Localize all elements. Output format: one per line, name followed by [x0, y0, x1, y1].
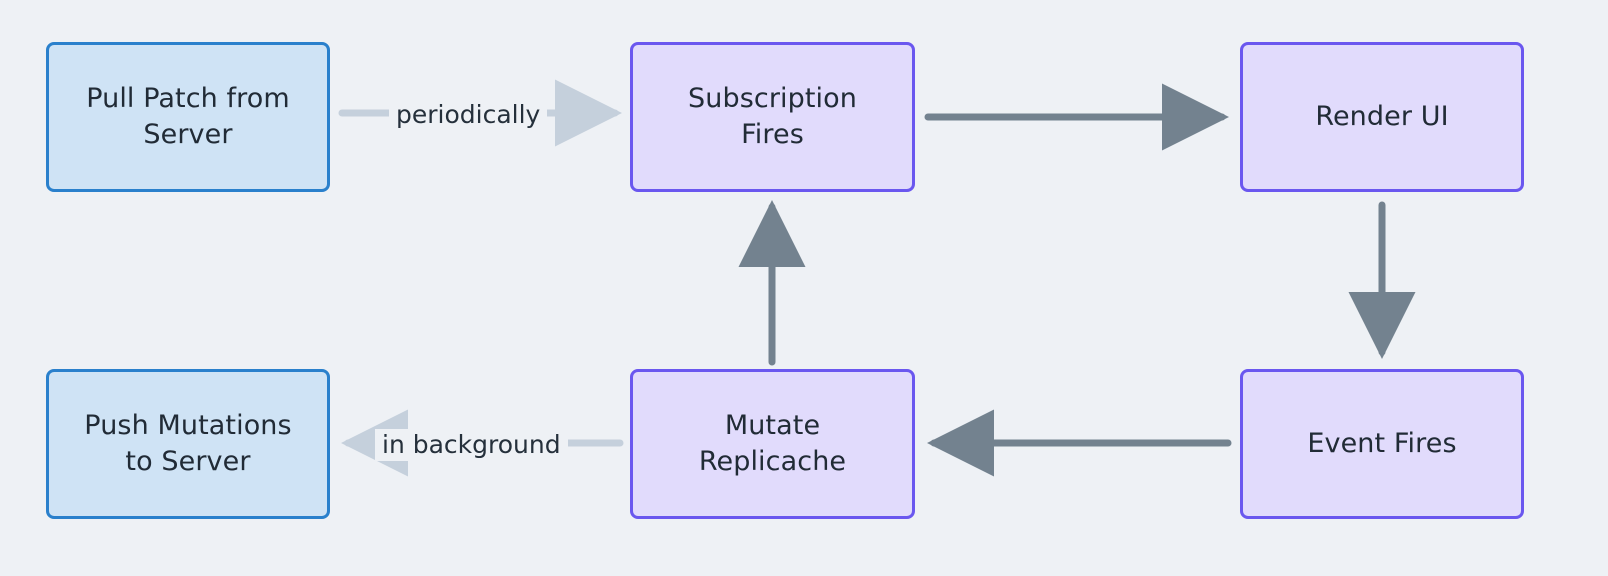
node-event-fires[interactable]: Event Fires [1240, 369, 1524, 519]
edge-label-in-background: in background [375, 429, 568, 461]
node-label: Pull Patch from Server [86, 83, 290, 150]
node-label: Render UI [1315, 101, 1449, 133]
node-render-ui[interactable]: Render UI [1240, 42, 1524, 192]
node-push-mutations-to-server[interactable]: Push Mutations to Server [46, 369, 330, 519]
node-label: Push Mutations to Server [84, 410, 292, 477]
node-subscription-fires[interactable]: Subscription Fires [630, 42, 915, 192]
node-mutate-replicache[interactable]: Mutate Replicache [630, 369, 915, 519]
node-pull-patch-from-server[interactable]: Pull Patch from Server [46, 42, 330, 192]
node-label: Mutate Replicache [698, 410, 847, 477]
edge-label-periodically: periodically [389, 99, 548, 131]
node-label: Subscription Fires [688, 83, 857, 150]
node-label: Event Fires [1307, 428, 1457, 460]
